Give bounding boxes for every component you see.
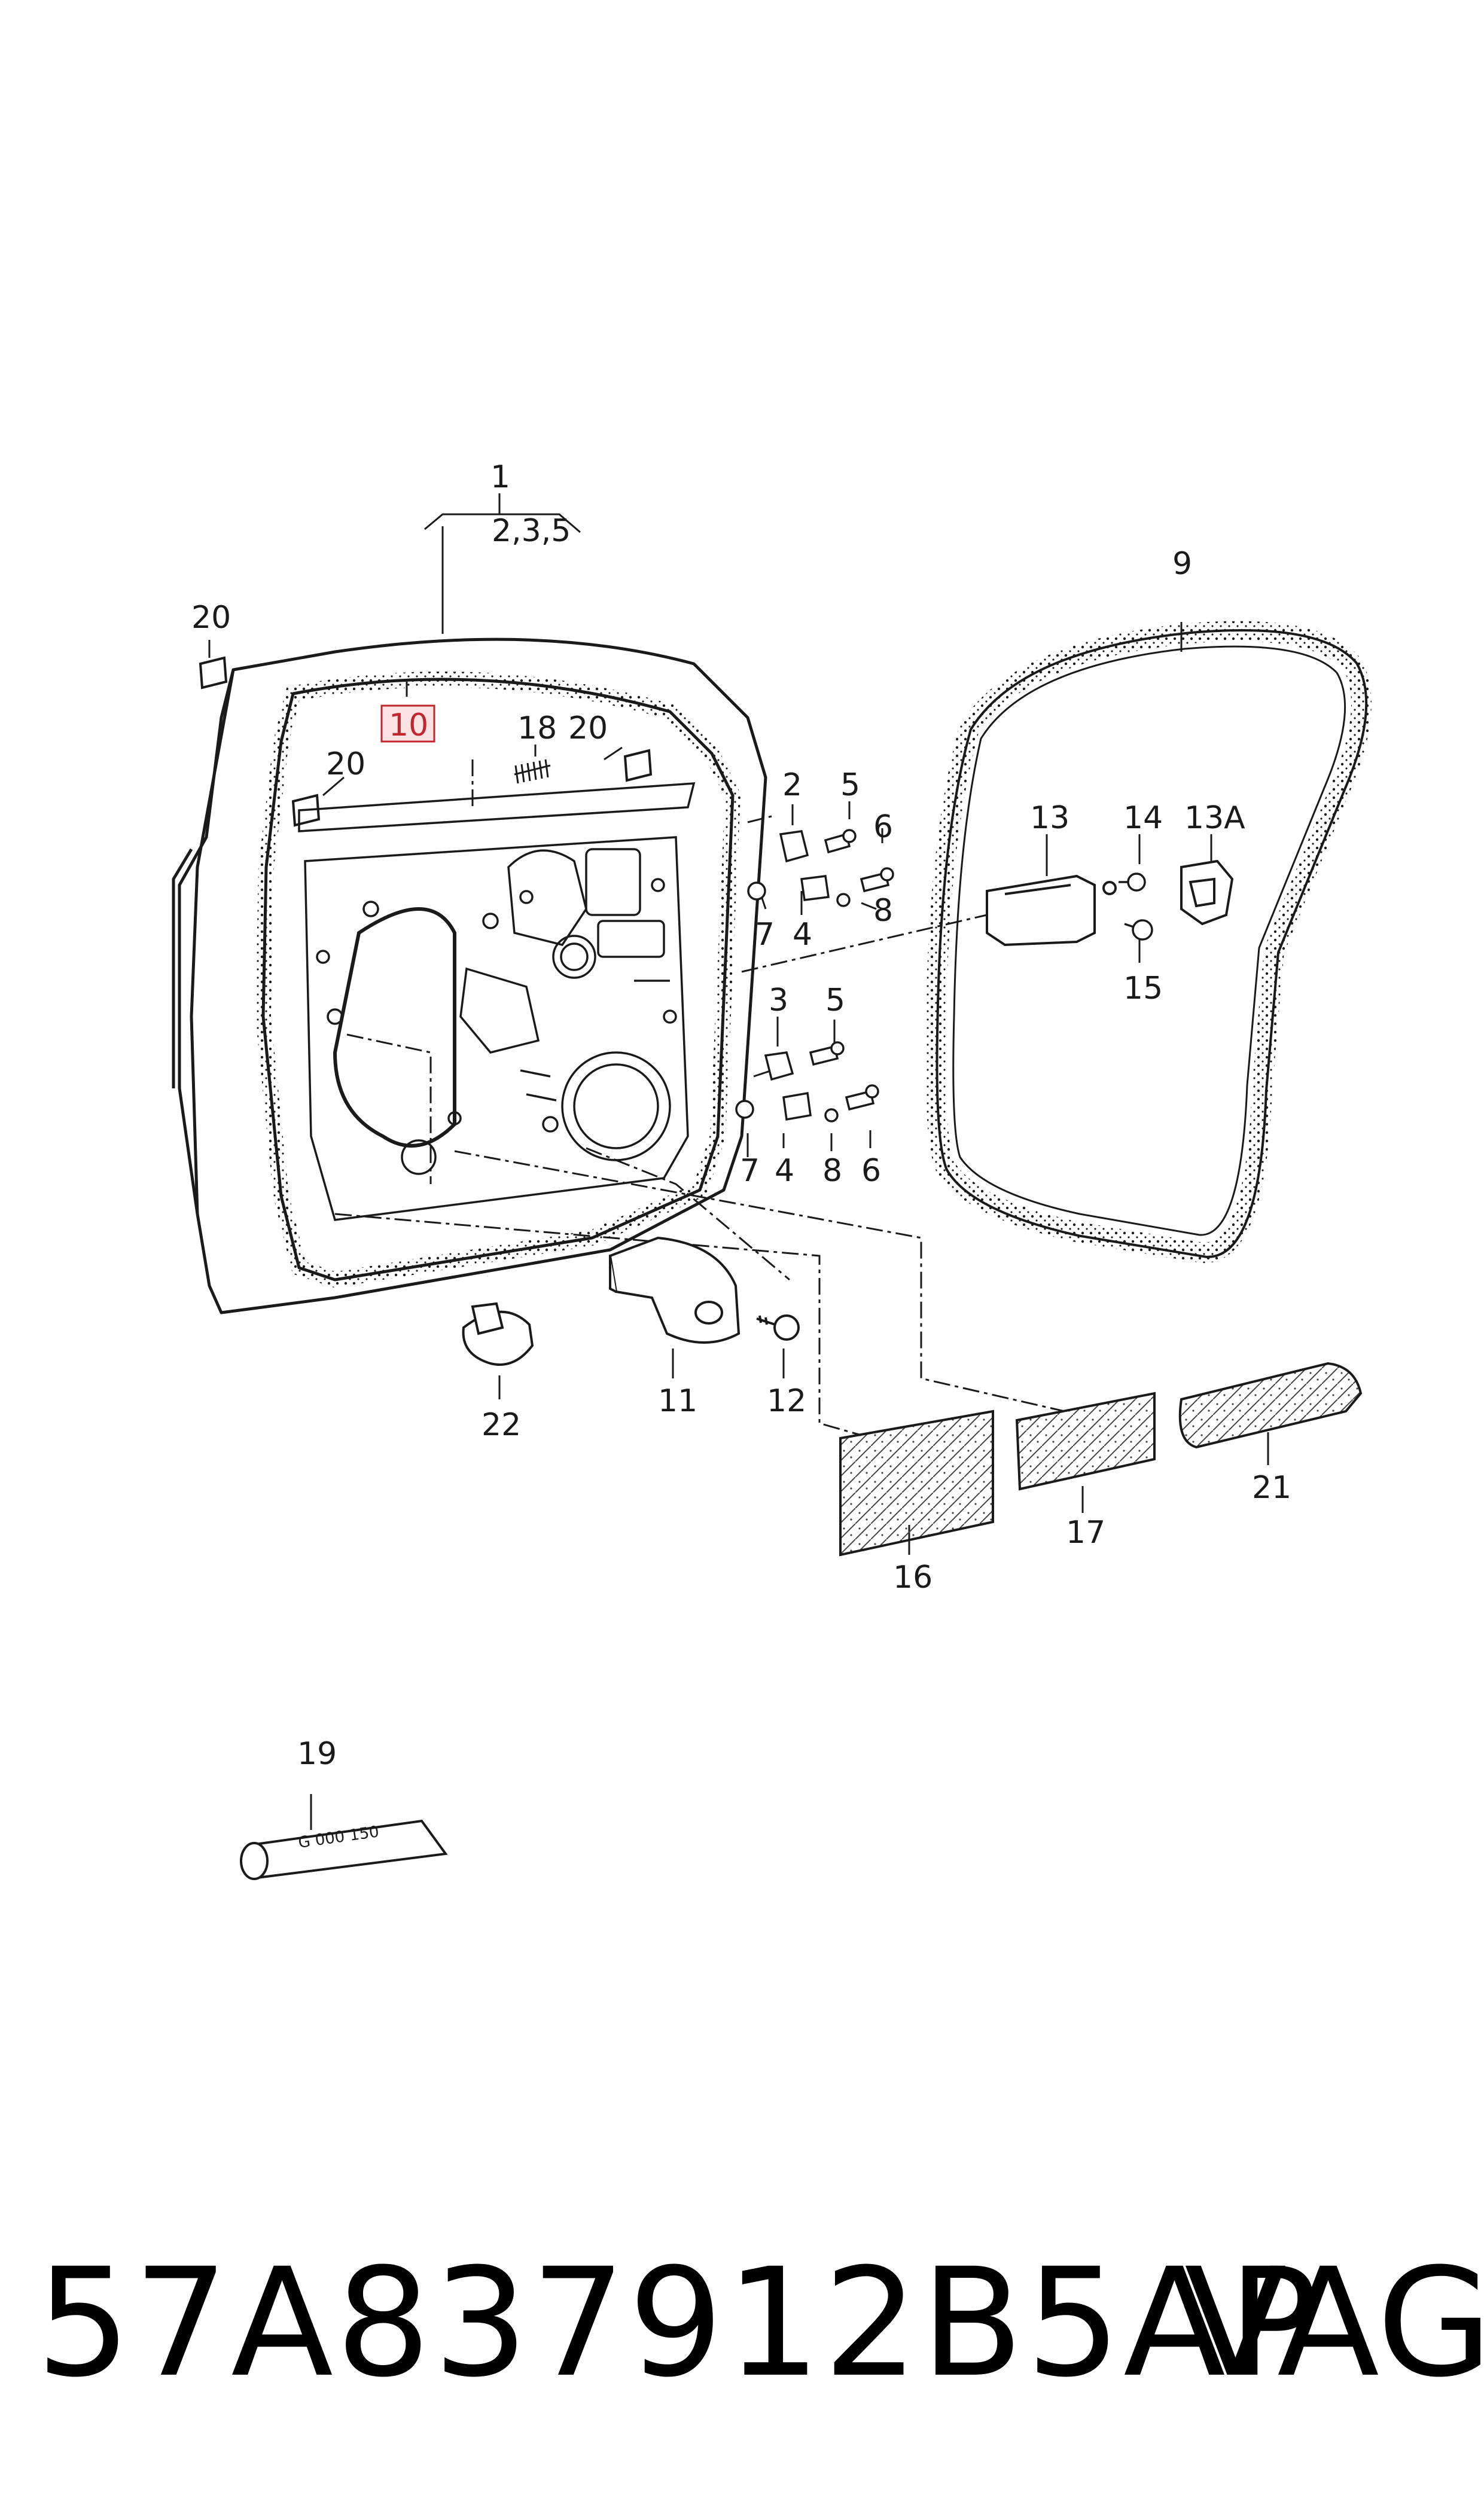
callout-17: 17	[1066, 1515, 1105, 1551]
pad-16	[839, 1410, 994, 1557]
callout-20-c: 20	[326, 746, 365, 782]
part-number: 57A837912B5AP	[36, 2236, 1321, 2410]
callout-1-sub: 2,3,5	[492, 513, 571, 549]
callout-22: 22	[482, 1407, 521, 1443]
callout-3: 3	[769, 983, 788, 1018]
pad-21	[1178, 1362, 1363, 1449]
callout-13a: 13A	[1184, 800, 1245, 836]
callout-8-b: 8	[822, 1153, 842, 1189]
callout-5-a: 5	[840, 767, 860, 803]
callout-leaders	[208, 622, 1269, 1830]
brand-name: VAG	[1184, 2236, 1484, 2410]
callout-19: 19	[297, 1736, 337, 1772]
plug-22	[462, 1302, 534, 1366]
callout-4-b: 4	[775, 1153, 794, 1189]
clip-13a	[1180, 859, 1234, 926]
callout-12: 12	[767, 1383, 806, 1419]
callout-1-bracket	[424, 493, 581, 634]
callout-9: 9	[1172, 546, 1192, 582]
callout-4-a: 4	[793, 917, 812, 953]
hinge-parts-lower	[735, 1041, 879, 1122]
hinge-parts-upper	[747, 829, 894, 907]
callout-21: 21	[1252, 1470, 1291, 1506]
callout-10-highlight	[380, 704, 435, 743]
callout-11: 11	[658, 1383, 697, 1419]
tube-19: G 000 150	[240, 1819, 448, 1880]
callout-1: 1	[490, 459, 510, 495]
bolts-14-15	[1119, 872, 1153, 941]
screw-12	[756, 1314, 800, 1341]
door-seal-inner	[255, 672, 741, 1288]
cover-11	[608, 1236, 741, 1344]
callout-8-a: 8	[873, 893, 893, 929]
door-seal-9	[925, 621, 1372, 1264]
callout-6-a: 6	[873, 809, 893, 845]
callout-5-b: 5	[825, 983, 845, 1018]
callout-13: 13	[1030, 800, 1069, 836]
callout-18: 18	[517, 710, 557, 746]
spring-18	[514, 759, 551, 784]
callout-7-a: 7	[755, 917, 775, 953]
callout-labels: 1 2,3,5 20 10 18 20 20 2 5 6 7 4 8 9 13 …	[191, 459, 1291, 1772]
callout-20-b: 20	[568, 710, 608, 746]
door-inner-panel	[298, 782, 696, 1221]
callout-16: 16	[893, 1560, 933, 1595]
callout-2: 2	[782, 767, 802, 803]
callout-6-b: 6	[861, 1153, 881, 1189]
callout-14: 14	[1123, 800, 1163, 836]
callout-10: 10	[389, 707, 428, 743]
callout-7-b: 7	[740, 1153, 760, 1189]
pad-20	[199, 656, 653, 827]
pad-17	[1015, 1392, 1156, 1491]
callout-15: 15	[1123, 971, 1163, 1006]
door-check-13	[986, 874, 1117, 947]
callout-20-a: 20	[191, 600, 231, 636]
